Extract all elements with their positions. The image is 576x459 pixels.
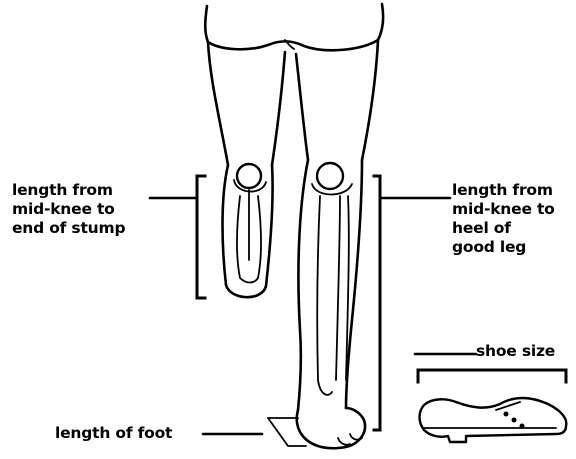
- good-leg-bracket: [374, 176, 380, 430]
- shoe-size-label: shoe size: [476, 342, 555, 361]
- shoe-icon: [420, 398, 567, 442]
- good-leg: [268, 40, 378, 448]
- shoe-bracket: [418, 370, 566, 382]
- foot-length-label: length of foot: [55, 424, 172, 443]
- amputated-leg: [208, 42, 285, 297]
- stump-length-label: length from mid-knee to end of stump: [12, 181, 125, 238]
- hips-outline: [205, 4, 383, 50]
- stump-bracket: [197, 176, 205, 298]
- good-leg-length-label: length from mid-knee to heel of good leg: [452, 181, 555, 257]
